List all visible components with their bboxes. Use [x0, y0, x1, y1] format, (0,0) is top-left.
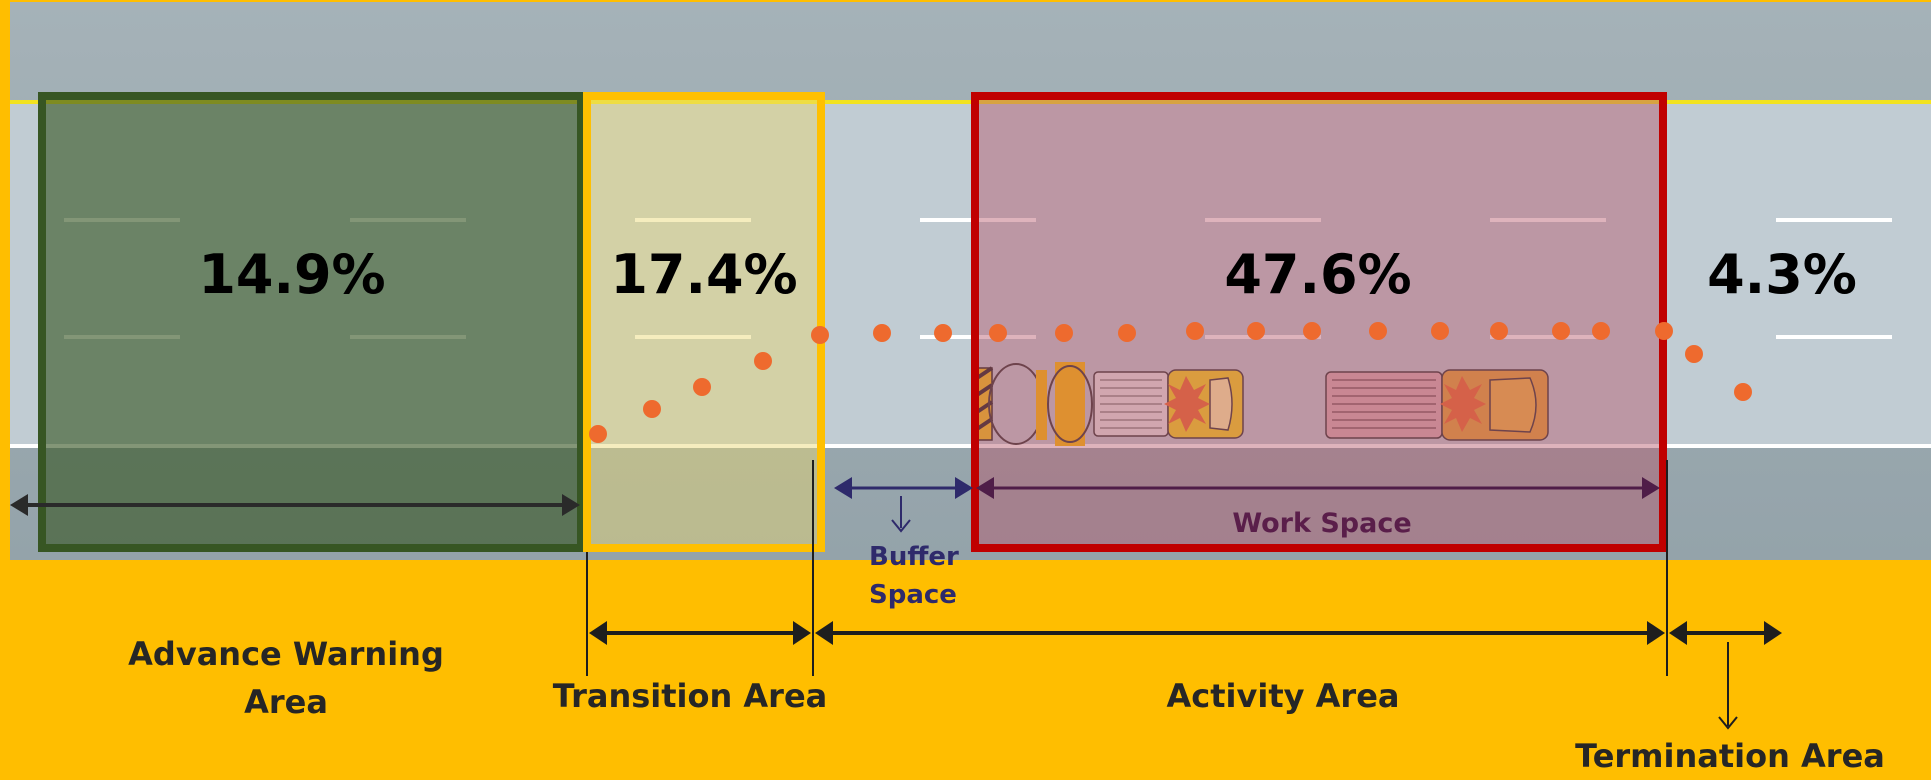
termination-area-label: Termination Area	[1575, 737, 1885, 775]
cone	[589, 425, 607, 443]
cone	[1369, 322, 1387, 340]
cone	[1734, 383, 1752, 401]
advance-warning-label-line1: Advance Warning	[128, 635, 444, 673]
cone	[1552, 322, 1570, 340]
advance-warning-label: Advance Warning Area	[86, 630, 486, 726]
cone	[1431, 322, 1449, 340]
buffer-space-arrow	[834, 477, 973, 533]
pointer-head	[1718, 716, 1738, 730]
arrow-head-left	[589, 621, 607, 645]
cone	[1303, 322, 1321, 340]
transition-area-box	[583, 92, 825, 552]
transition-area-label: Transition Area	[552, 677, 828, 715]
work-truck	[1325, 369, 1549, 441]
cab-windshield	[1209, 377, 1233, 431]
activity-area-label: Activity Area	[1166, 677, 1400, 715]
cone	[643, 400, 661, 418]
bed-ribs	[1332, 379, 1436, 429]
arrow-head-right	[955, 477, 973, 499]
arrow-head-right	[1764, 621, 1782, 645]
pointer-head	[891, 519, 911, 533]
buffer-space-label-line1: Buffer	[869, 542, 959, 572]
cone	[989, 324, 1007, 342]
cone	[1186, 322, 1204, 340]
warning-light	[1440, 376, 1486, 432]
transition-area-arrow	[589, 621, 811, 645]
work-space-arrow	[976, 477, 1660, 499]
attenuator-frame	[1036, 370, 1047, 440]
arrow-head-right	[1647, 621, 1665, 645]
arrow-head-right	[1642, 477, 1660, 499]
zone-boundaries	[586, 460, 1668, 676]
cone	[1655, 322, 1673, 340]
cone	[1685, 345, 1703, 363]
termination-area-arrow	[1669, 621, 1782, 730]
buffer-space-label: Buffer Space	[869, 538, 959, 614]
attenuator-block	[1055, 362, 1085, 446]
arrow-head-left	[834, 477, 852, 499]
cone	[1118, 324, 1136, 342]
work-space-label: Work Space	[1232, 508, 1412, 539]
advance-warning-percent: 14.9%	[198, 243, 386, 306]
cone	[1490, 322, 1508, 340]
activity-area-arrow	[815, 621, 1665, 645]
advance-warning-area-box	[38, 92, 585, 552]
cone	[934, 324, 952, 342]
arrow-head-left	[815, 621, 833, 645]
activity-area-box	[971, 92, 1667, 552]
attenuator-ring	[1047, 365, 1093, 443]
transition-percent: 17.4%	[610, 243, 798, 306]
cone	[1247, 322, 1265, 340]
cone	[1592, 322, 1610, 340]
advance-warning-label-line2: Area	[244, 683, 328, 721]
cab-windshield	[1489, 377, 1537, 433]
cone	[754, 352, 772, 370]
arrow-head-left	[1669, 621, 1687, 645]
arrow-head-left	[10, 494, 28, 516]
buffer-space-label-line2: Space	[869, 580, 957, 610]
bed-ribs	[1100, 379, 1162, 429]
termination-percent: 4.3%	[1707, 243, 1857, 306]
activity-percent: 47.6%	[1224, 243, 1412, 306]
cone	[1055, 324, 1073, 342]
cone	[873, 324, 891, 342]
arrow-head-right	[562, 494, 580, 516]
arrow-head-left	[976, 477, 994, 499]
channelizing-cones	[589, 322, 1752, 443]
advance-warning-arrow	[10, 494, 580, 516]
chevron-stripes	[975, 366, 994, 431]
cone	[693, 378, 711, 396]
warning-light	[1164, 376, 1210, 432]
arrow-head-right	[793, 621, 811, 645]
crash-attenuator-truck	[975, 362, 1244, 446]
cone	[811, 326, 829, 344]
